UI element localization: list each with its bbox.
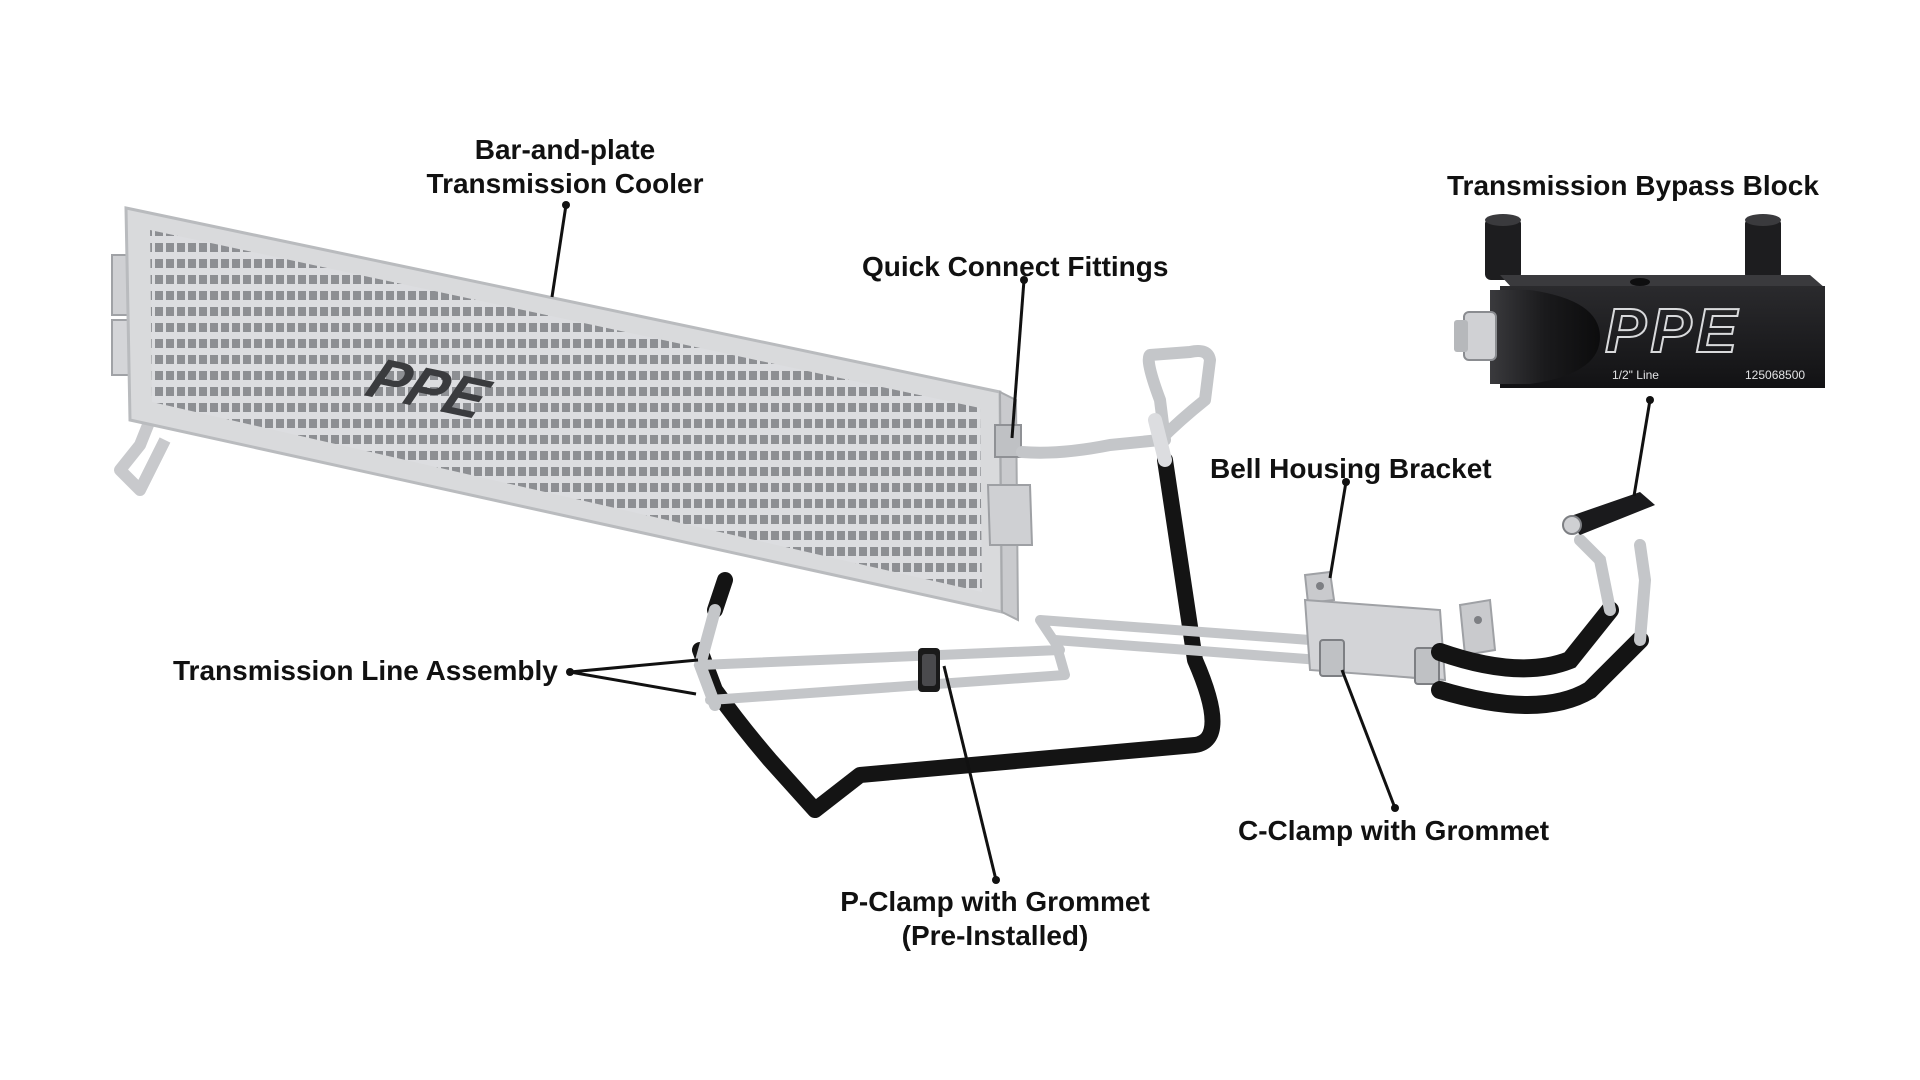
label-p-clamp-line1: P-Clamp with Grommet	[840, 886, 1150, 917]
label-cooler-line1: Bar-and-plate	[474, 134, 656, 165]
transmission-cooler: PPE	[124, 206, 1034, 622]
black-hose-long	[692, 452, 1221, 818]
label-cooler-line2: Transmission Cooler	[426, 168, 704, 199]
leader-quick-connect	[1010, 279, 1026, 439]
leader-p-clamp	[942, 665, 998, 881]
label-p-clamp-line2: (Pre-Installed)	[901, 920, 1089, 951]
bypass-block-detail: PPE 1/2" Line 125068500	[1454, 214, 1825, 388]
label-c-clamp: C-Clamp with Grommet	[1238, 815, 1550, 846]
leader-line-assembly-top	[569, 658, 699, 674]
leader-dots	[562, 201, 1654, 884]
bypass-block-small	[1562, 492, 1655, 535]
label-bell-housing-bracket: Bell Housing Bracket	[1210, 453, 1492, 484]
leader-bypass-block	[1632, 399, 1652, 497]
leader-line-assembly-bottom	[569, 670, 697, 696]
leader-bell-housing	[1328, 481, 1348, 579]
c-clamp	[1319, 639, 1440, 685]
silver-line-upper	[1016, 345, 1216, 467]
label-transmission-line-assembly: Transmission Line Assembly	[173, 655, 558, 686]
label-transmission-bypass-block: Transmission Bypass Block	[1447, 170, 1819, 201]
label-quick-connect-fittings: Quick Connect Fittings	[862, 251, 1169, 282]
bypass-block-part-number: 125068500	[1745, 368, 1805, 382]
leader-c-clamp	[1340, 669, 1397, 809]
leader-lines	[550, 204, 1652, 881]
bypass-block-line-size: 1/2" Line	[1612, 368, 1659, 382]
label-transmission-cooler: Bar-and-plate Transmission Cooler	[420, 133, 710, 201]
leader-cooler	[550, 204, 568, 298]
black-hoses-right	[1431, 534, 1652, 714]
p-clamp	[918, 648, 940, 692]
bypass-block-logo: PPE	[1605, 297, 1741, 366]
label-p-clamp: P-Clamp with Grommet (Pre-Installed)	[830, 885, 1160, 953]
